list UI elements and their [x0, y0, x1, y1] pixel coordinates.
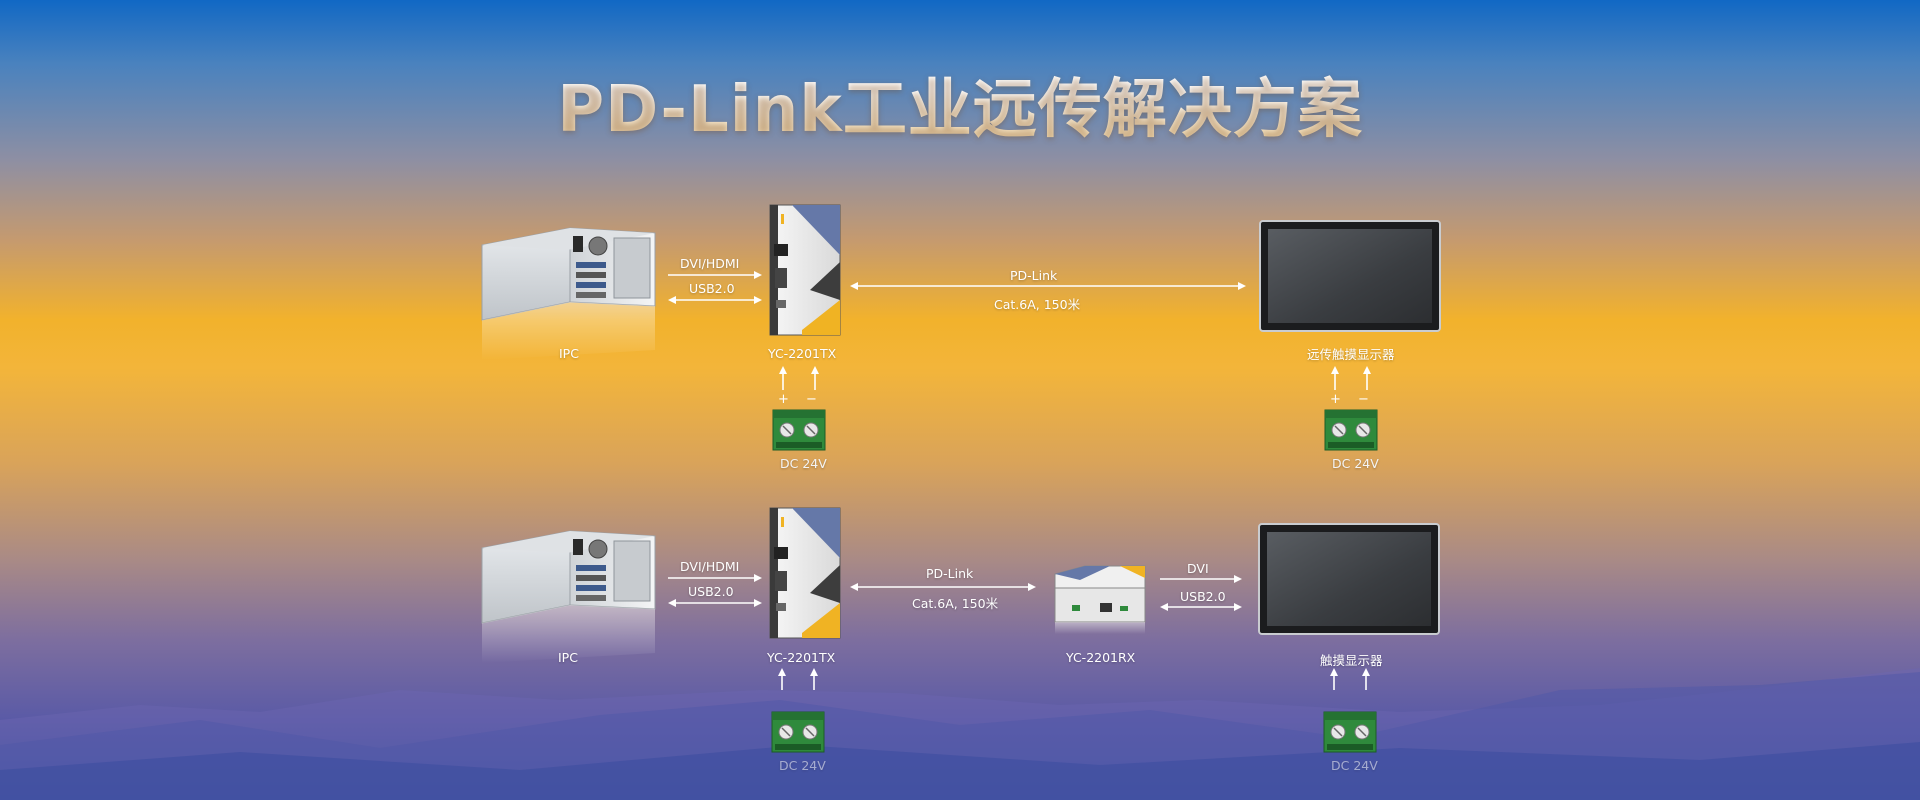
tx-device-label-row2: YC-2201TX: [767, 650, 836, 665]
arrows-row1: [668, 271, 1371, 390]
polarity-minus-display: −: [1358, 392, 1369, 407]
display-power-label-row2: DC 24V: [1331, 758, 1378, 773]
link-label-dvi-hdmi: DVI/HDMI: [680, 256, 740, 271]
terminal-block-tx-row2: [771, 711, 825, 753]
tx-power-label: DC 24V: [780, 456, 827, 471]
link-label-usb-row2: USB2.0: [688, 584, 734, 599]
terminal-block-tx-row1: [772, 409, 826, 451]
tx-power-label-row2: DC 24V: [779, 758, 826, 773]
link-label-usb-rx: USB2.0: [1180, 589, 1226, 604]
link-label-cable-row2: Cat.6A, 150米: [912, 596, 999, 611]
display-label-row2: 触摸显示器: [1320, 653, 1383, 668]
ipc-label: IPC: [559, 346, 579, 361]
display-power-label: DC 24V: [1332, 456, 1379, 471]
page-title: PD-Link工业远传解决方案: [0, 58, 1920, 150]
arrows-row2: [668, 574, 1370, 690]
link-label-dvi-hdmi-row2: DVI/HDMI: [680, 559, 740, 574]
polarity-plus-display: +: [1330, 392, 1341, 407]
polarity-plus: +: [778, 392, 789, 407]
link-label-pd-link-row2: PD-Link: [926, 566, 974, 581]
polarity-minus: −: [806, 392, 817, 407]
display-label: 远传触摸显示器: [1307, 347, 1395, 362]
ipc-label-row2: IPC: [558, 650, 578, 665]
link-label-usb: USB2.0: [689, 281, 735, 296]
link-label-pd-link: PD-Link: [1010, 268, 1058, 283]
link-label-cable: Cat.6A, 150米: [994, 297, 1081, 312]
tx-device-label: YC-2201TX: [768, 346, 837, 361]
terminal-block-display-row2: [1323, 711, 1377, 753]
link-label-dvi-row2: DVI: [1187, 561, 1209, 576]
terminal-block-display-row1: [1324, 409, 1378, 451]
rx-device-label: YC-2201RX: [1066, 650, 1136, 665]
